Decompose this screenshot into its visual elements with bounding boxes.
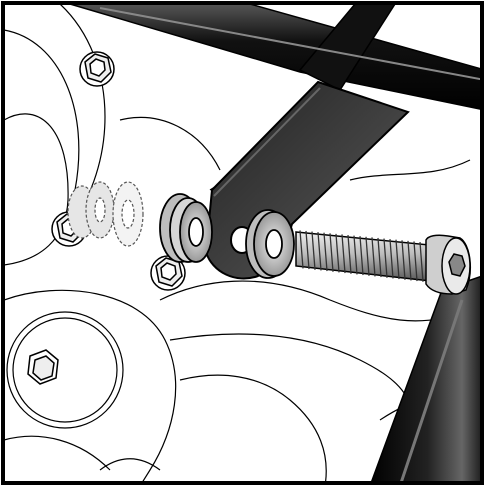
thread-ridge bbox=[383, 238, 388, 278]
thread-ridge bbox=[329, 233, 334, 272]
thread-ridge bbox=[359, 236, 364, 276]
thread-ridge bbox=[317, 232, 322, 271]
thread-ridge bbox=[353, 235, 358, 275]
frame-tube-top bbox=[69, 4, 481, 110]
socket-head-cap-screw bbox=[295, 230, 472, 295]
thread-ridge bbox=[323, 232, 328, 272]
thread-ridge bbox=[371, 237, 376, 277]
thread-ridge bbox=[395, 239, 400, 280]
thread-ridge bbox=[389, 239, 394, 279]
flange-bolt-top bbox=[79, 51, 115, 87]
thread-ridge bbox=[419, 241, 424, 282]
thread-ridge bbox=[341, 234, 346, 274]
thread-ridge bbox=[311, 231, 316, 270]
thread-ridge bbox=[365, 236, 370, 276]
thread-ridge bbox=[299, 230, 304, 269]
thread-ridge bbox=[305, 230, 310, 270]
frame-tube-right bbox=[370, 275, 481, 482]
thread-ridge bbox=[335, 233, 340, 273]
thread-ridge bbox=[377, 237, 382, 278]
thread-ridge bbox=[347, 234, 352, 274]
ghost-washers-dashed bbox=[67, 181, 144, 247]
flat-washer bbox=[245, 209, 295, 279]
hex-nut-lower bbox=[27, 349, 59, 385]
thread-ridge bbox=[407, 240, 412, 281]
flange-bolt-mid bbox=[150, 255, 186, 291]
thread-ridge bbox=[401, 240, 406, 280]
thread-ridge bbox=[413, 241, 418, 282]
spacer-stack bbox=[159, 193, 213, 263]
